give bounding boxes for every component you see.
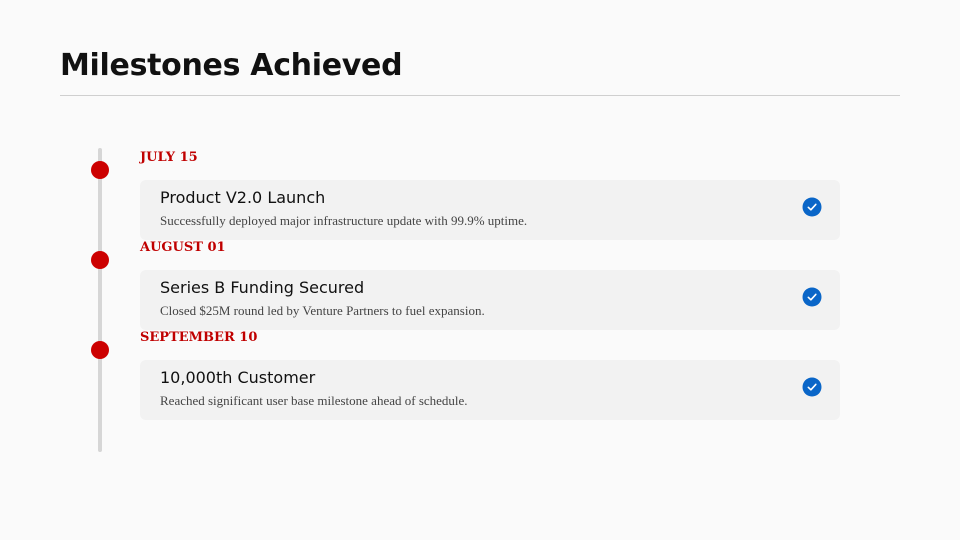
milestone-date: SEPTEMBER 10 [140, 330, 258, 345]
timeline-dot [91, 341, 109, 359]
milestone-description: Successfully deployed major infrastructu… [160, 213, 528, 228]
milestone-title: 10,000th Customer [160, 368, 316, 387]
milestone-card: Product V2.0 Launch Successfully deploye… [140, 180, 840, 240]
check-circle-icon [802, 287, 822, 307]
timeline-line [98, 148, 102, 452]
milestone-date: AUGUST 01 [140, 240, 226, 255]
milestone-card: Series B Funding Secured Closed $25M rou… [140, 270, 840, 330]
milestone-card: 10,000th Customer Reached significant us… [140, 360, 840, 420]
page-title: Milestones Achieved [60, 48, 403, 83]
check-circle-icon [802, 197, 822, 217]
milestone-title: Product V2.0 Launch [160, 188, 326, 207]
timeline-dot [91, 251, 109, 269]
check-circle-icon [802, 377, 822, 397]
milestone-description: Reached significant user base milestone … [160, 393, 468, 408]
milestone-description: Closed $25M round led by Venture Partner… [160, 303, 485, 318]
milestone-date: JULY 15 [140, 150, 198, 165]
title-divider [60, 95, 900, 96]
milestone-title: Series B Funding Secured [160, 278, 365, 297]
timeline-dot [91, 161, 109, 179]
